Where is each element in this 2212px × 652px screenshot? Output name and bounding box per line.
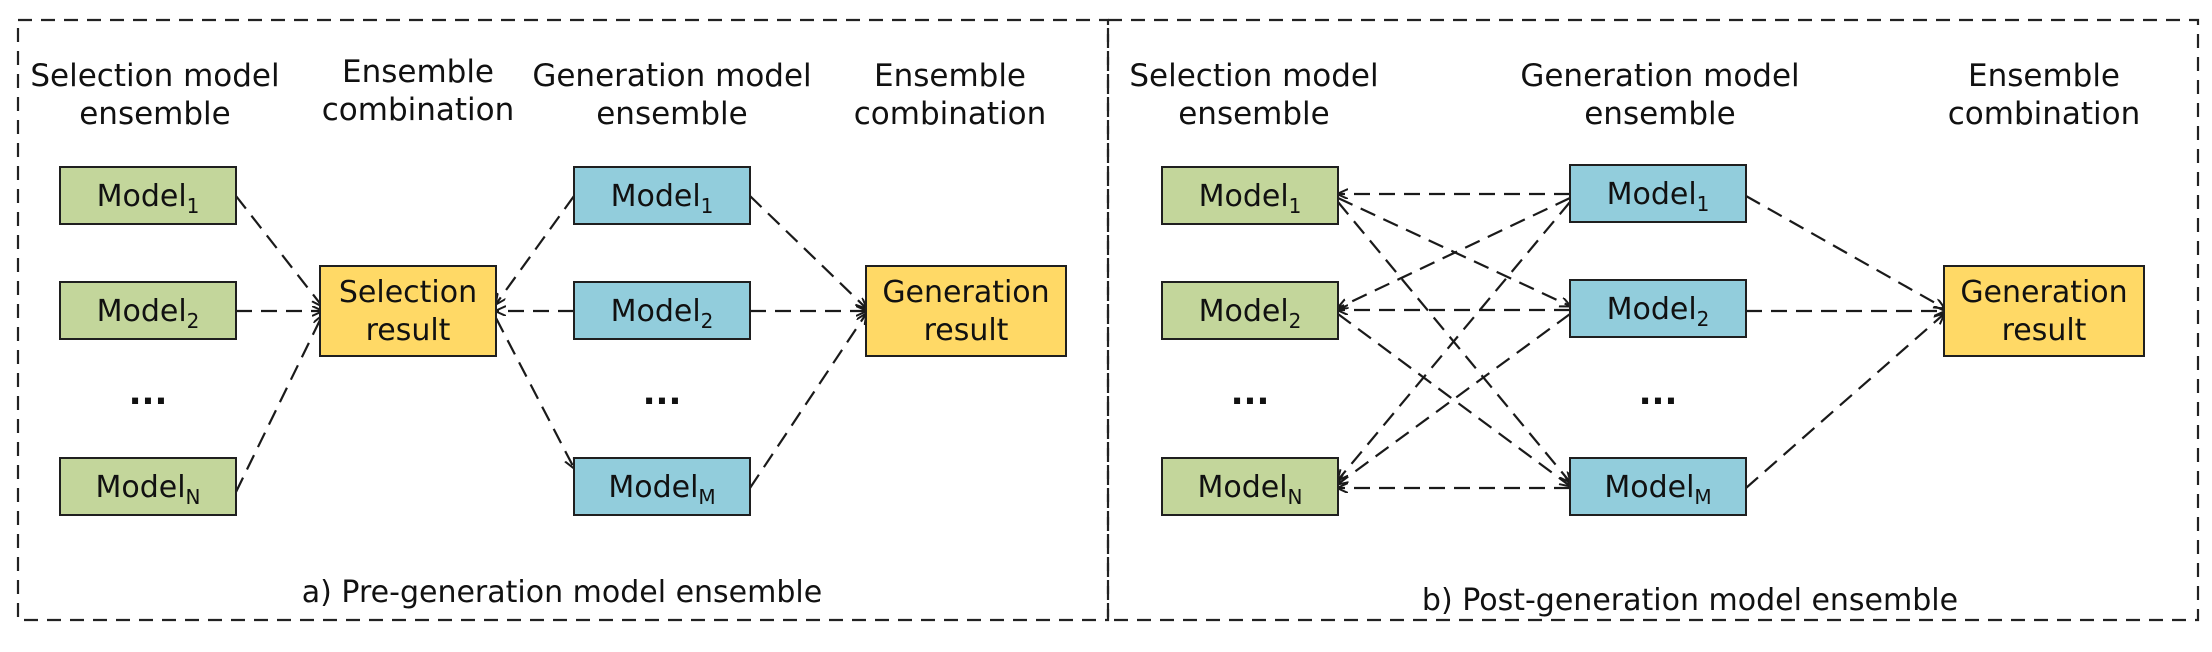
panel-a-generation-ellipsis: ...	[643, 373, 682, 413]
conn-a-sel1-to-selresult	[235, 195, 322, 306]
model-label: ModelM	[608, 470, 715, 509]
panel-a-header-selection-line2: ensemble	[79, 96, 231, 132]
panel-b-header-ensemble-line2: combination	[1948, 96, 2141, 132]
result-label-line1: Generation	[882, 275, 1049, 310]
model-label: ModelN	[95, 470, 200, 509]
panel-a-border	[16, 18, 1110, 622]
panel-b-selection-model-n: ModelN	[1161, 457, 1339, 516]
model-label: Model1	[97, 179, 200, 218]
conn-a-gen1-to-selresult	[496, 195, 575, 304]
conn-b-genM-to-genresult	[1745, 314, 1944, 489]
panel-a-generation-model-1: Model1	[573, 166, 751, 225]
panel-b-selection-ellipsis: ...	[1231, 373, 1270, 413]
panel-a-header-generation-line2: ensemble	[596, 96, 748, 132]
conn-a-genM-to-genresult	[749, 314, 866, 489]
panel-b-header-selection-line1: Selection model	[1129, 58, 1378, 94]
panel-b-caption: b) Post-generation model ensemble	[1422, 583, 1958, 618]
panel-a-selection-ellipsis: ...	[129, 373, 168, 413]
panel-a-selection-result: Selection result	[319, 265, 497, 357]
panel-b-generation-model-1: Model1	[1569, 164, 1747, 223]
model-label: Model2	[1199, 294, 1302, 333]
panel-a-selection-model-n: ModelN	[59, 457, 237, 516]
conn-a-selresult-to-genM	[495, 317, 574, 468]
model-label: Model2	[611, 294, 714, 333]
conn-b-sel1-to-gen2	[1337, 197, 1570, 306]
result-label-line2: result	[366, 313, 451, 348]
panel-b-border	[1106, 18, 2200, 622]
model-label: Model1	[1607, 177, 1710, 216]
result-label-line2: result	[2002, 313, 2087, 348]
panel-a: Selection model ensemble Ensemble combin…	[30, 54, 1067, 610]
panel-a-header-ensemble-1-line2: combination	[322, 92, 515, 128]
model-label: ModelM	[1604, 470, 1711, 509]
panel-a-header-selection-line1: Selection model	[30, 58, 279, 94]
conn-b-gen2-to-selN	[1338, 313, 1571, 484]
conn-b-gen1-to-genresult	[1745, 195, 1944, 308]
conn-a-selN-to-selresult	[235, 316, 322, 493]
conn-a-gen1-to-genresult	[749, 195, 866, 308]
panel-b-header-ensemble-line1: Ensemble	[1968, 58, 2120, 94]
panel-b-header-generation-line2: ensemble	[1584, 96, 1736, 132]
panel-a-generation-model-m: ModelM	[573, 457, 751, 516]
panel-a-selection-model-1: Model1	[59, 166, 237, 225]
panel-b-generation-model-2: Model2	[1569, 279, 1747, 338]
panel-a-generation-model-2: Model2	[573, 281, 751, 340]
panel-b-header-selection-line2: ensemble	[1178, 96, 1330, 132]
panel-a-caption: a) Pre-generation model ensemble	[302, 575, 822, 610]
panel-b-generation-ellipsis: ...	[1639, 373, 1678, 413]
panel-a-selection-model-2: Model2	[59, 281, 237, 340]
panel-a-header-ensemble-2-line2: combination	[854, 96, 1047, 132]
result-label-line1: Generation	[1960, 275, 2127, 310]
panel-a-header-ensemble-1-line1: Ensemble	[342, 54, 494, 90]
result-label-line1: Selection	[339, 275, 477, 310]
model-label: ModelN	[1197, 470, 1302, 509]
conn-b-sel2-to-genM	[1337, 313, 1570, 486]
panel-b-header-generation-line1: Generation model	[1520, 58, 1799, 94]
panel-b-selection-model-1: Model1	[1161, 166, 1339, 225]
panel-b-generation-result: Generation result	[1943, 265, 2145, 357]
model-label: Model1	[1199, 179, 1302, 218]
panel-a-header-ensemble-2-line1: Ensemble	[874, 58, 1026, 94]
panel-a-generation-result: Generation result	[865, 265, 1067, 357]
conn-b-sel1-to-genM	[1337, 201, 1570, 482]
model-label: Model2	[1607, 292, 1710, 331]
panel-b-selection-model-2: Model2	[1161, 281, 1339, 340]
result-label-line2: result	[924, 313, 1009, 348]
model-label: Model2	[97, 294, 200, 333]
panel-a-header-generation-line1: Generation model	[532, 58, 811, 94]
panel-b: Selection model ensemble Generation mode…	[1129, 58, 2145, 618]
panel-b-generation-model-m: ModelM	[1569, 457, 1747, 516]
model-label: Model1	[611, 179, 714, 218]
